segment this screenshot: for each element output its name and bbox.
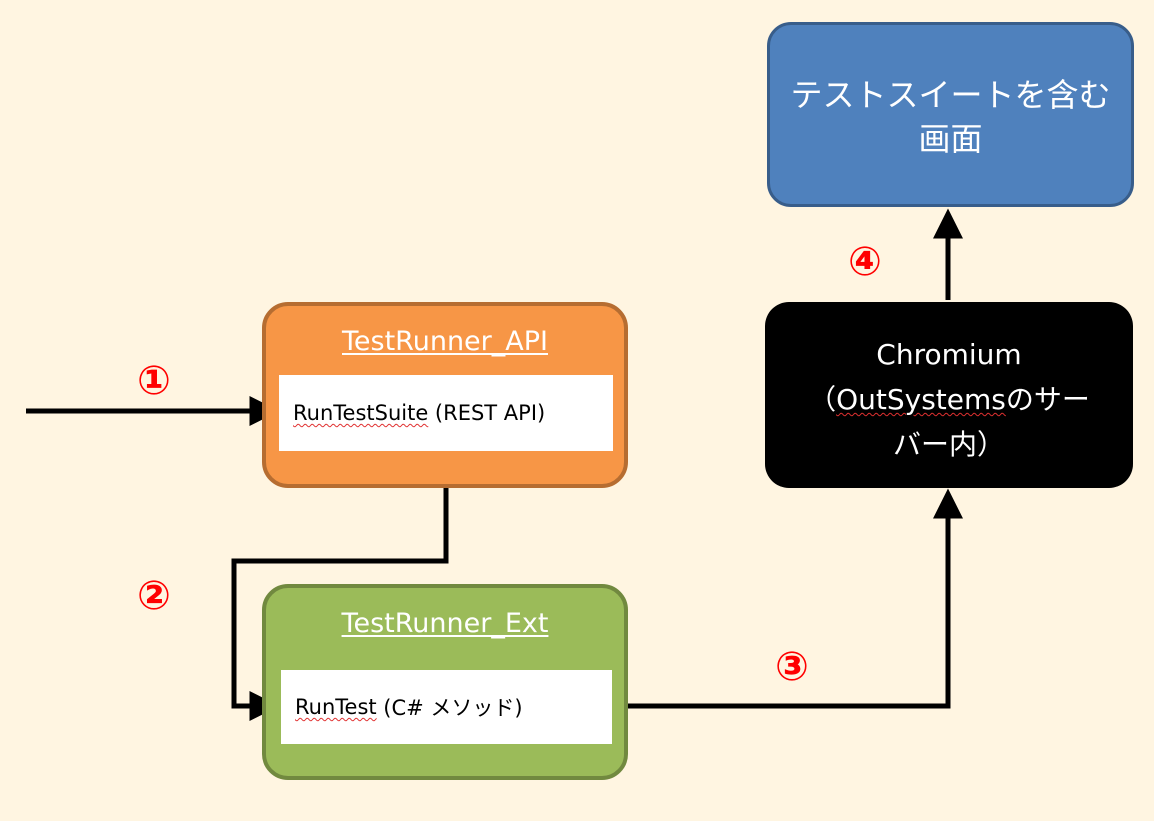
chromium-line1: Chromium: [876, 338, 1022, 371]
runtestsuite-method: RunTestSuite (REST API): [279, 375, 613, 451]
test-suite-screen-node: テストスイートを含む 画面: [767, 22, 1134, 207]
chromium-line2: （OutSystemsのサー: [808, 383, 1090, 416]
outsystems-word: OutSystems: [836, 383, 1006, 416]
chromium-label: Chromium （OutSystemsのサー バー内）: [765, 332, 1133, 467]
chromium-node: Chromium （OutSystemsのサー バー内）: [765, 302, 1133, 488]
runtest-suffix: (C# メソッド): [376, 696, 523, 720]
step-2-label: ②: [137, 573, 171, 619]
step-1-label: ①: [137, 358, 171, 404]
runtest-name: RunTest: [295, 695, 377, 719]
runtest-method: RunTest (C# メソッド): [281, 670, 612, 744]
runtestsuite-suffix: (REST API): [428, 401, 546, 425]
chromium-line3: バー内）: [892, 428, 1005, 461]
suite-line2: 画面: [918, 120, 983, 158]
testrunner-api-title: TestRunner_API: [342, 326, 548, 357]
testrunner-ext-module: TestRunner_Ext RunTest (C# メソッド): [262, 584, 628, 780]
test-suite-screen-label: テストスイートを含む 画面: [770, 73, 1131, 161]
testrunner-api-module: TestRunner_API RunTestSuite (REST API): [262, 302, 628, 488]
suite-line1: テストスイートを含む: [790, 76, 1111, 114]
runtestsuite-name: RunTestSuite: [293, 401, 429, 425]
step-4-label: ④: [848, 239, 882, 285]
arrow-api-to-ext: [231, 453, 449, 721]
testrunner-ext-title: TestRunner_Ext: [341, 608, 549, 639]
step-3-label: ③: [775, 644, 809, 690]
arrow-ext-to-chromium: [613, 488, 963, 709]
